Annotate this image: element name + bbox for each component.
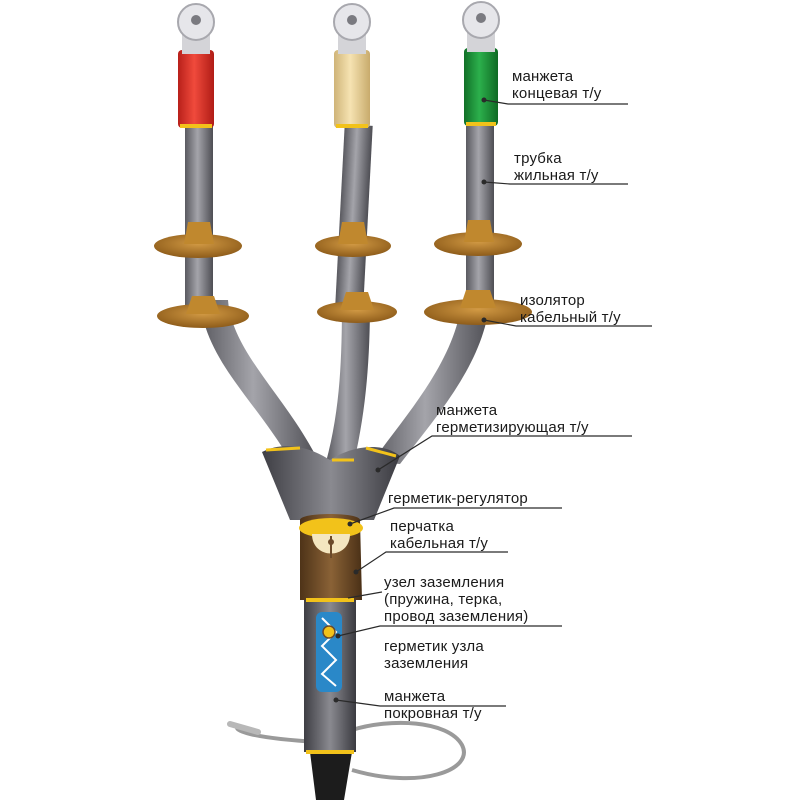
middle-lower-insulator (317, 301, 397, 323)
label-sealing-sleeve-line1: манжета (436, 402, 498, 419)
beige-lug (333, 3, 371, 54)
right-lower-insulator (424, 299, 532, 325)
label-grounding-unit-line1: узел заземления (384, 574, 505, 591)
right-core-tube (372, 300, 490, 464)
label-core-tube: трубка жильная т/у (514, 150, 599, 184)
label-glove-line2: кабельная т/у (390, 535, 489, 552)
label-sealant-regulator-line1: герметик-регулятор (388, 490, 528, 507)
grounding-clamp (322, 625, 336, 639)
label-grounding-sealant: герметик узла заземления (384, 638, 484, 672)
left-upper-insulator (154, 234, 242, 258)
label-grounding-sealant-line1: герметик узла (384, 638, 484, 655)
green-end-sleeve (464, 48, 498, 126)
label-core-tube-line2: жильная т/у (514, 167, 599, 184)
label-end-sleeve: манжета концевая т/у (512, 68, 602, 102)
left-lower-insulator (157, 304, 249, 328)
red-lug (177, 3, 215, 54)
label-sealant-regulator: герметик-регулятор (388, 490, 528, 507)
label-sealing-sleeve-line2: герметизирующая т/у (436, 419, 589, 436)
leader-lines (335, 99, 652, 707)
label-core-tube-line1: трубка (514, 150, 562, 167)
label-jacket-sleeve-line2: покровная т/у (384, 705, 482, 722)
breakout-sleeve (262, 446, 400, 520)
label-insulator: изолятор кабельный т/у (520, 292, 621, 326)
label-jacket-sleeve-line1: манжета (384, 688, 446, 705)
label-end-sleeve-line1: манжета (512, 68, 574, 85)
glove-ring (299, 518, 363, 538)
middle-core-tube (326, 300, 370, 462)
middle-upper-tube (335, 124, 373, 306)
label-sealing-sleeve: манжета герметизирующая т/у (436, 402, 589, 436)
label-glove: перчатка кабельная т/у (390, 518, 488, 552)
beige-end-sleeve (334, 50, 370, 128)
cable-end (310, 752, 352, 800)
label-insulator-line2: кабельный т/у (520, 309, 621, 326)
label-grounding-unit-line2: (пружина, терка, (384, 591, 503, 608)
green-lug (462, 1, 500, 52)
middle-upper-insulator (315, 235, 391, 257)
label-glove-line1: перчатка (390, 518, 455, 535)
left-core-tube (200, 300, 318, 460)
label-insulator-line1: изолятор (520, 292, 585, 309)
right-upper-tube (466, 120, 494, 305)
right-upper-insulator (434, 232, 522, 256)
label-grounding-unit-line3: провод заземления) (384, 608, 529, 625)
ground-wire-end (227, 721, 261, 735)
left-upper-tube (185, 125, 213, 305)
label-grounding-unit: узел заземления (пружина, терка, провод … (384, 574, 528, 625)
label-jacket-sleeve: манжета покровная т/у (384, 688, 482, 722)
red-end-sleeve (178, 50, 214, 128)
label-end-sleeve-line2: концевая т/у (512, 85, 602, 102)
label-grounding-sealant-line2: заземления (384, 655, 469, 672)
